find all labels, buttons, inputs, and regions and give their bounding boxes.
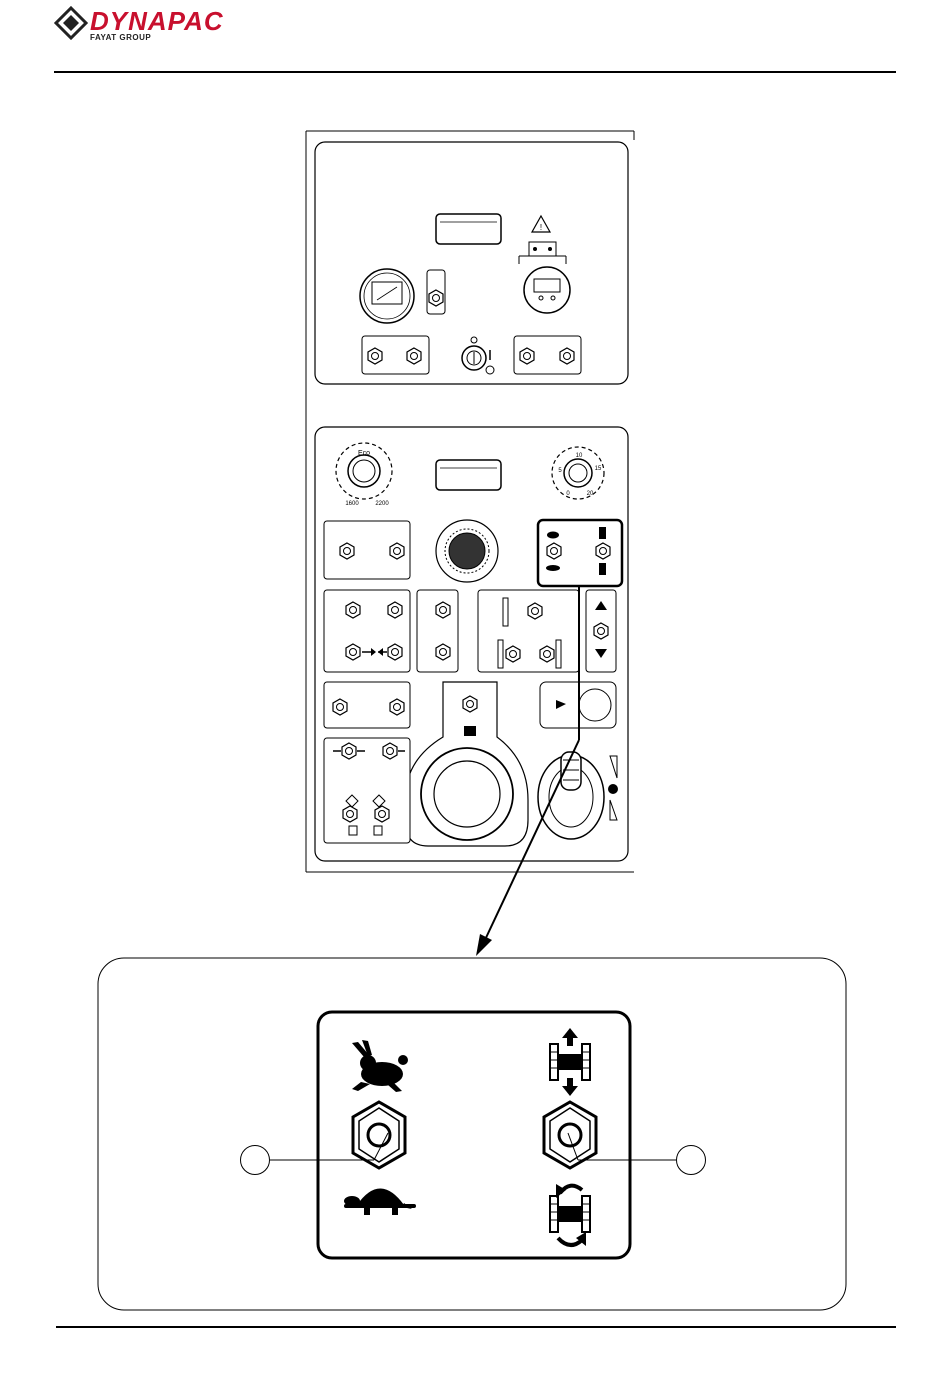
speed-mark-15: 15: [595, 466, 602, 472]
lower-panel: Eco 1600 2200 5 10 15 0 20: [315, 427, 628, 861]
callout-1: [240, 1145, 270, 1175]
steering-mode-toggle: [544, 1102, 596, 1168]
detail-panel: [98, 958, 846, 1310]
upper-panel: !: [315, 142, 628, 384]
rpm-eco-label: Eco: [358, 450, 370, 457]
svg-text:!: !: [540, 223, 542, 232]
callout-2: [676, 1145, 706, 1175]
speed-range-toggle: [353, 1102, 405, 1168]
footer-rule: [56, 1326, 896, 1328]
rpm-min-label: 1600: [345, 501, 359, 507]
speed-mark-10: 10: [576, 453, 583, 459]
speed-mark-20: 20: [587, 491, 594, 497]
rpm-max-label: 2200: [375, 501, 389, 507]
